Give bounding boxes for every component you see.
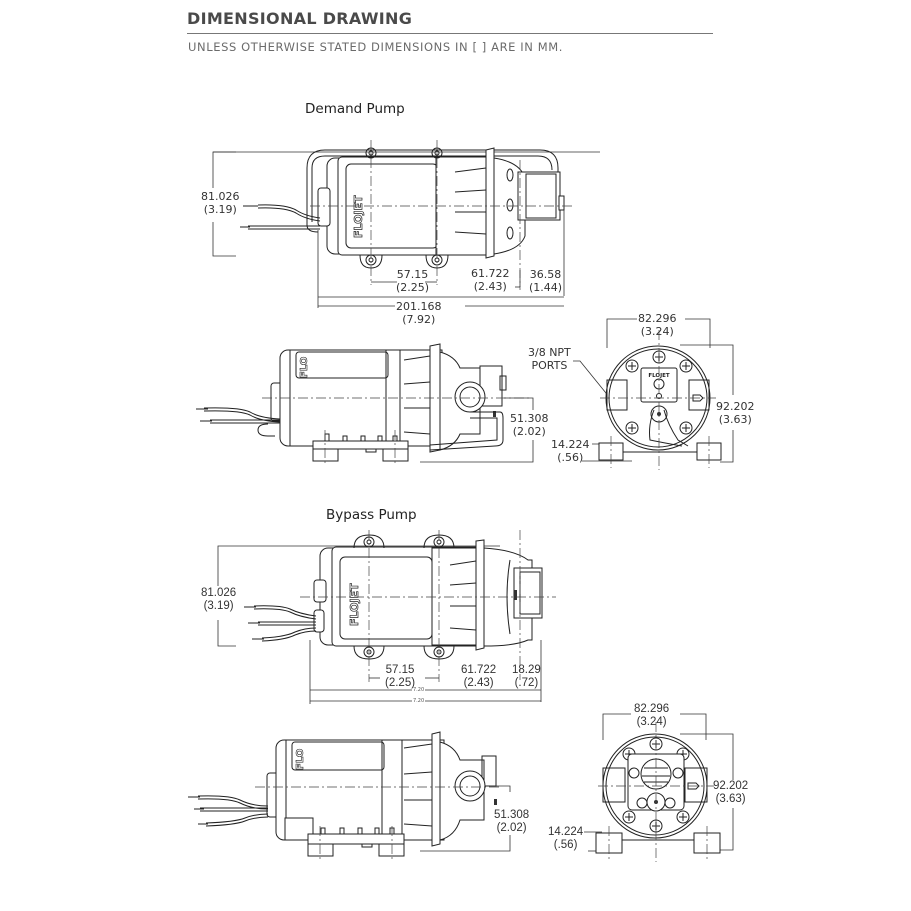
demand-port-to-end-dim: 36.58 (1.44) bbox=[529, 268, 562, 294]
bypass-mount-spacing-mm: 57.15 bbox=[385, 664, 415, 676]
demand-mount-to-port-mm: 61.722 bbox=[471, 267, 510, 280]
bypass-port-height-dim: 51.308 (2.02) bbox=[494, 809, 529, 835]
demand-end-width-dim: 82.296 (3.24) bbox=[638, 312, 677, 338]
demand-mount-to-port-dim: 61.722 (2.43) bbox=[471, 267, 510, 293]
demand-mount-spacing-mm: 57.15 bbox=[396, 268, 429, 281]
demand-port-to-end-mm: 36.58 bbox=[529, 268, 562, 281]
demand-ports-label-line1: 3/8 NPT bbox=[528, 346, 571, 359]
demand-foot-height-mm: 14.224 bbox=[551, 438, 590, 451]
bypass-port-height-in: (2.02) bbox=[496, 822, 527, 834]
demand-mount-spacing-dim: 57.15 (2.25) bbox=[396, 268, 429, 294]
demand-top-view: FLOJET bbox=[212, 140, 600, 308]
demand-foot-height-dim: 14.224 (.56) bbox=[551, 438, 590, 464]
demand-mount-spacing-in: (2.25) bbox=[396, 281, 430, 294]
demand-side-view: FLO bbox=[196, 343, 534, 466]
bypass-top-height-in: (3.19) bbox=[203, 600, 234, 612]
demand-mount-to-port-in: (2.43) bbox=[473, 280, 507, 293]
bypass-top-height-mm: 81.026 bbox=[201, 587, 237, 599]
demand-top-height-mm: 81.026 bbox=[201, 190, 240, 203]
demand-end-width-mm: 82.296 bbox=[638, 312, 677, 325]
bypass-end-view bbox=[584, 713, 734, 862]
bypass-end-width-mm: 82.296 bbox=[634, 703, 670, 715]
bypass-mount-to-port-in: (2.43) bbox=[463, 677, 494, 689]
page-title: DIMENSIONAL DRAWING bbox=[187, 9, 413, 28]
bypass-end-height-dim: 92.202 (3.63) bbox=[713, 780, 748, 806]
demand-overall-length-in: (7.92) bbox=[402, 313, 436, 326]
demand-top-height-dim: 81.026 (3.19) bbox=[201, 190, 240, 216]
bypass-overall-length-b: 7.20 bbox=[413, 698, 425, 704]
demand-end-height-dim: 92.202 (3.63) bbox=[716, 400, 755, 426]
demand-port-to-end-in: (1.44) bbox=[529, 281, 563, 294]
svg-text:FLO: FLO bbox=[295, 749, 306, 770]
bypass-port-to-end-mm: 18.29 bbox=[512, 664, 541, 676]
demand-top-height-in: (3.19) bbox=[203, 203, 237, 216]
bypass-end-width-in: (3.24) bbox=[636, 716, 667, 728]
bypass-port-to-end-in: (.72) bbox=[514, 677, 539, 689]
bypass-end-height-mm: 92.202 bbox=[713, 780, 749, 792]
bypass-end-width-dim: 82.296 (3.24) bbox=[634, 703, 669, 729]
demand-overall-length-mm: 201.168 bbox=[396, 300, 442, 313]
bypass-foot-height-mm: 14.224 bbox=[548, 826, 584, 838]
bypass-foot-height-in: (.56) bbox=[553, 839, 578, 851]
bypass-mount-spacing-in: (2.25) bbox=[385, 677, 416, 689]
demand-end-height-in: (3.63) bbox=[718, 413, 752, 426]
bypass-foot-height-dim: 14.224 (.56) bbox=[548, 826, 583, 852]
title-divider bbox=[187, 33, 713, 34]
bypass-port-height-mm: 51.308 bbox=[494, 809, 530, 821]
bypass-top-logo: FLOJET bbox=[348, 583, 361, 626]
demand-ports-label: 3/8 NPT PORTS bbox=[528, 346, 571, 372]
page-subtitle: UNLESS OTHERWISE STATED DIMENSIONS IN [ … bbox=[188, 40, 564, 54]
demand-ports-label-line2: PORTS bbox=[531, 359, 568, 372]
bypass-port-to-end-dim: 18.29 (.72) bbox=[512, 664, 541, 690]
demand-port-height-dim: 51.308 (2.02) bbox=[510, 412, 549, 438]
bypass-side-view: FLO bbox=[188, 731, 511, 862]
demand-pump-title: Demand Pump bbox=[305, 101, 405, 117]
bypass-end-height-in: (3.63) bbox=[715, 793, 746, 805]
demand-end-width-in: (3.24) bbox=[640, 325, 674, 338]
demand-foot-height-in: (.56) bbox=[557, 451, 584, 464]
demand-overall-length-dim: 201.168 (7.92) bbox=[396, 300, 442, 326]
bypass-mount-to-port-dim: 61.722 (2.43) bbox=[461, 664, 496, 690]
demand-end-view: FLOJET bbox=[573, 318, 734, 470]
bypass-mount-to-port-mm: 61.722 bbox=[461, 664, 497, 676]
bypass-top-height-dim: 81.026 (3.19) bbox=[201, 587, 236, 613]
bypass-pump-title: Bypass Pump bbox=[326, 507, 417, 523]
demand-end-height-mm: 92.202 bbox=[716, 400, 755, 413]
demand-top-logo: FLOJET bbox=[352, 195, 365, 238]
demand-port-height-in: (2.02) bbox=[512, 425, 546, 438]
bypass-mount-spacing-dim: 57.15 (2.25) bbox=[385, 664, 415, 690]
bypass-top-view: FLOJET bbox=[217, 530, 556, 704]
svg-text:FLO: FLO bbox=[299, 357, 310, 378]
demand-port-height-mm: 51.308 bbox=[510, 412, 549, 425]
bypass-overall-length-a: 7.20 bbox=[413, 687, 425, 693]
